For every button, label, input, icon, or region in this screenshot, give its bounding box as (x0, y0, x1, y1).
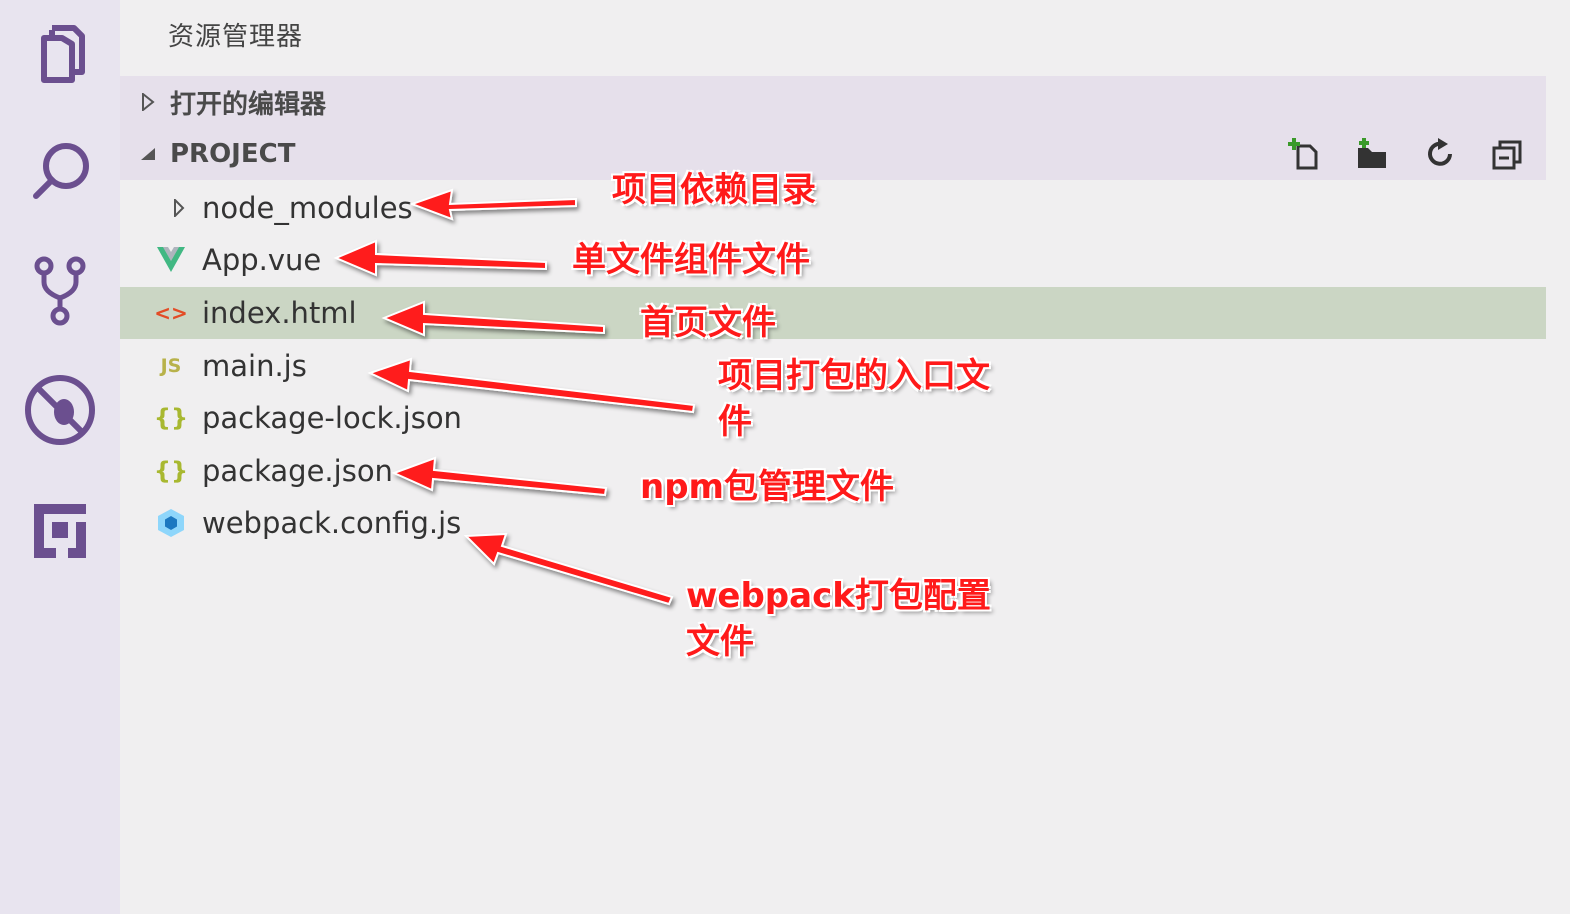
tree-row-index-html[interactable]: <> index.html (120, 287, 1546, 339)
file-name: node_modules (202, 191, 413, 225)
tree-row-main-js[interactable]: JS main.js (120, 340, 1546, 392)
html-icon: <> (154, 301, 188, 325)
debug-icon[interactable] (22, 372, 98, 448)
project-actions (1286, 128, 1526, 180)
tree-row-webpack-config-js[interactable]: webpack.config.js (120, 497, 1546, 549)
open-editors-header[interactable]: 打开的编辑器 (120, 76, 1546, 128)
js-icon: JS (160, 355, 182, 377)
annotation-main-js: 项目打包的入口文件 (718, 356, 990, 442)
tree-row-node-modules[interactable]: node_modules (120, 182, 1546, 234)
search-icon[interactable] (22, 134, 98, 210)
file-name: index.html (202, 296, 357, 330)
explorer-sidebar: 资源管理器 打开的编辑器 PROJECT (120, 0, 1546, 914)
file-name: package.json (202, 454, 393, 488)
tree-row-app-vue[interactable]: App.vue (120, 234, 1546, 286)
annotation-index-html: 首页文件 (640, 303, 776, 343)
new-folder-icon[interactable] (1354, 136, 1390, 172)
open-editors-label: 打开的编辑器 (170, 89, 327, 120)
annotation-node-modules: 项目依赖目录 (612, 170, 816, 210)
files-icon[interactable] (22, 14, 98, 90)
right-edge (1546, 0, 1570, 914)
extensions-icon[interactable] (22, 492, 98, 568)
project-header[interactable]: PROJECT (120, 128, 1546, 180)
annotation-app-vue: 单文件组件文件 (572, 240, 810, 280)
new-file-icon[interactable] (1286, 136, 1322, 172)
collapse-all-icon[interactable] (1490, 136, 1526, 172)
file-name: main.js (202, 349, 307, 383)
json-icon: {} (153, 457, 189, 485)
file-name: package-lock.json (202, 401, 462, 435)
chevron-right-icon (164, 193, 194, 223)
refresh-icon[interactable] (1422, 136, 1458, 172)
webpack-icon (156, 508, 186, 538)
tree-row-package-json[interactable]: {} package.json (120, 445, 1546, 497)
activity-bar (0, 0, 120, 914)
project-label: PROJECT (170, 139, 296, 169)
file-name: webpack.config.js (202, 506, 462, 540)
annotation-package-json: npm包管理文件 (640, 467, 894, 507)
explorer-title: 资源管理器 (168, 22, 304, 52)
json-icon: {} (153, 404, 189, 432)
annotation-webpack: webpack打包配置文件 (686, 576, 991, 662)
vue-icon (156, 245, 186, 275)
chevron-down-icon (136, 142, 160, 166)
source-control-icon[interactable] (22, 252, 98, 328)
chevron-right-icon (136, 90, 160, 114)
file-name: App.vue (202, 243, 322, 277)
